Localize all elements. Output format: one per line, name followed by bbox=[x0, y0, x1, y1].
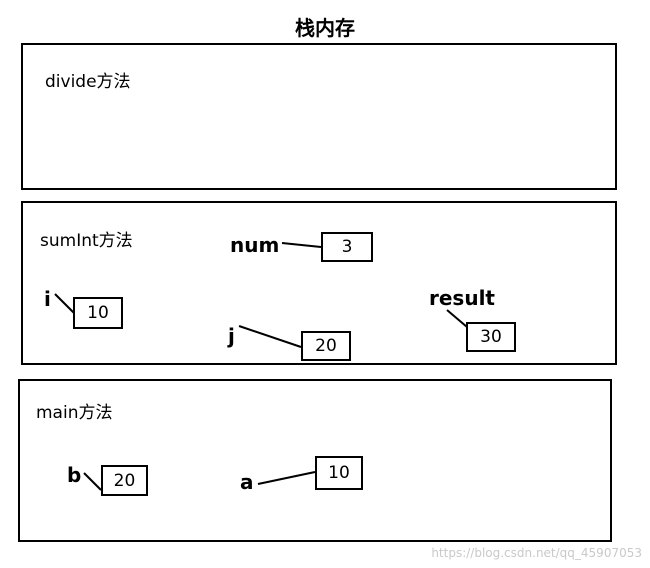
connector-a bbox=[257, 471, 316, 485]
watermark: https://blog.csdn.net/qq_45907053 bbox=[431, 546, 642, 560]
var-num-label: num bbox=[230, 233, 280, 257]
var-j-value: 20 bbox=[301, 331, 351, 361]
var-i-label: i bbox=[44, 287, 51, 311]
frame-divide-label: divide方法 bbox=[45, 72, 131, 92]
var-result-value: 30 bbox=[466, 322, 516, 352]
connector-i bbox=[54, 293, 75, 314]
var-j-label: j bbox=[228, 324, 235, 348]
var-i-value: 10 bbox=[73, 297, 123, 329]
connector-num bbox=[281, 242, 322, 248]
frame-divide: divide方法 bbox=[21, 43, 617, 190]
var-result-label: result bbox=[429, 286, 495, 310]
var-num-value: 3 bbox=[321, 232, 373, 262]
connector-b bbox=[83, 472, 102, 491]
diagram-title: 栈内存 bbox=[295, 16, 355, 40]
var-a-value: 10 bbox=[315, 456, 363, 490]
var-b-value: 20 bbox=[101, 465, 148, 496]
var-a-label: a bbox=[240, 470, 254, 494]
frame-main-label: main方法 bbox=[36, 403, 113, 423]
connector-j bbox=[238, 325, 302, 348]
var-b-label: b bbox=[67, 463, 82, 487]
connector-result bbox=[446, 309, 468, 328]
frame-sumint-label: sumInt方法 bbox=[40, 231, 133, 251]
